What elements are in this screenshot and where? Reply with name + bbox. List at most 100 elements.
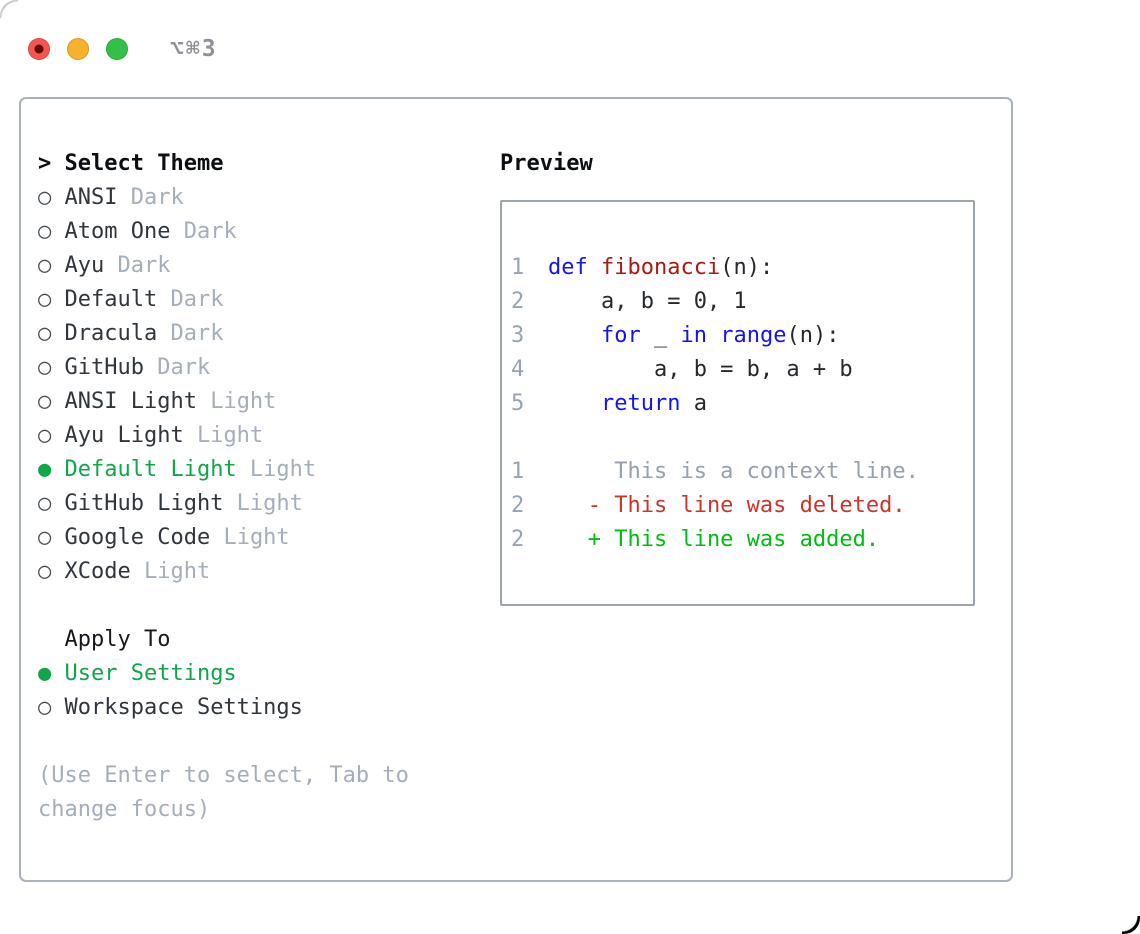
- radio-unchecked-icon: ○: [38, 185, 52, 210]
- preview-line: 4 a, b = b, a + b: [511, 353, 973, 387]
- theme-option-name: ANSI Light: [51, 389, 197, 414]
- theme-option-name: XCode: [51, 559, 131, 584]
- code-text: a, b = b, a + b: [548, 357, 853, 382]
- preview-line: 2 - This line was deleted.: [511, 489, 973, 523]
- theme-option[interactable]: ○ XCode Light: [38, 555, 500, 589]
- selection-cursor-icon: >: [38, 151, 52, 176]
- theme-list-heading: > Select Theme: [38, 147, 500, 181]
- code-token: This is a context line.: [548, 459, 919, 484]
- line-number: 2: [511, 527, 525, 552]
- code-token: [548, 391, 601, 416]
- radio-unchecked-icon: ○: [38, 253, 52, 278]
- code-token: - This line was deleted.: [548, 493, 906, 518]
- code-text: a, b = 0, 1: [548, 289, 747, 314]
- code-token: a, b = b, a + b: [548, 357, 853, 382]
- preview-line: [511, 421, 973, 455]
- code-text: def fibonacci(n):: [548, 255, 773, 280]
- theme-option-name: Ayu: [51, 253, 105, 278]
- theme-option-variant: Dark: [157, 287, 224, 312]
- window-shortcut-label: ⌥⌘3: [170, 35, 218, 62]
- theme-option[interactable]: ○ ANSI Light Light: [38, 385, 500, 419]
- apply-to-heading: Apply To: [64, 627, 171, 652]
- line-number: 2: [511, 493, 525, 518]
- preview-heading: Preview: [500, 151, 593, 176]
- theme-option-variant: Light: [236, 457, 317, 482]
- theme-option[interactable]: ○ Ayu Dark: [38, 249, 500, 283]
- preview-line: 5 return a: [511, 387, 973, 421]
- apply-to-option[interactable]: ○ Workspace Settings: [38, 691, 500, 725]
- radio-unchecked-icon: ○: [38, 491, 52, 516]
- code-text: This is a context line.: [548, 459, 919, 484]
- code-token: [707, 323, 720, 348]
- theme-option-name: Atom One: [51, 219, 171, 244]
- theme-option-variant: Dark: [157, 321, 224, 346]
- theme-option[interactable]: ○ ANSI Dark: [38, 181, 500, 215]
- apply-to-option-label: User Settings: [51, 661, 237, 686]
- radio-unchecked-icon: ○: [38, 695, 52, 720]
- theme-option[interactable]: ○ Google Code Light: [38, 521, 500, 555]
- minimize-button[interactable]: [67, 37, 89, 60]
- theme-option-variant: Dark: [117, 185, 184, 210]
- code-token: [588, 255, 601, 280]
- code-token: a: [680, 391, 707, 416]
- theme-list: ○ ANSI Dark○ Atom One Dark○ Ayu Dark○ De…: [38, 181, 500, 589]
- theme-option[interactable]: ● Default Light Light: [38, 453, 500, 487]
- theme-option-variant: Light: [183, 423, 264, 448]
- theme-option-name: Google Code: [51, 525, 211, 550]
- code-text: for _ in range(n):: [548, 323, 839, 348]
- apply-to-option-label: Workspace Settings: [51, 695, 303, 720]
- titlebar: ⌥⌘3: [0, 0, 1140, 97]
- radio-unchecked-icon: ○: [38, 423, 52, 448]
- unsaved-indicator-icon: [34, 44, 44, 53]
- radio-unchecked-icon: ○: [38, 321, 52, 346]
- radio-unchecked-icon: ○: [38, 389, 52, 414]
- code-token: _: [640, 323, 681, 348]
- theme-option-name: ANSI: [51, 185, 118, 210]
- theme-option-variant: Light: [130, 559, 211, 584]
- code-token: a, b = 0, 1: [548, 289, 747, 314]
- preview-line: 2 a, b = 0, 1: [511, 285, 973, 319]
- theme-option[interactable]: ○ GitHub Light Light: [38, 487, 500, 521]
- theme-option-name: Ayu Light: [51, 423, 184, 448]
- theme-option[interactable]: ○ Dracula Dark: [38, 317, 500, 351]
- code-token: def: [548, 255, 588, 280]
- theme-option[interactable]: ○ Atom One Dark: [38, 215, 500, 249]
- zoom-button[interactable]: [106, 37, 128, 60]
- theme-column: > Select Theme ○ ANSI Dark○ Atom One Dar…: [38, 147, 500, 880]
- theme-option-variant: Light: [223, 491, 303, 516]
- code-token: (n):: [786, 323, 840, 348]
- apply-to-list: ● User Settings○ Workspace Settings: [38, 657, 500, 725]
- theme-option-variant: Light: [210, 525, 290, 550]
- line-number: 4: [511, 357, 525, 382]
- window-corner-bottom-right: [1122, 916, 1140, 934]
- theme-option-variant: Dark: [104, 253, 171, 278]
- theme-option-name: GitHub Light: [51, 491, 224, 516]
- theme-option[interactable]: ○ Default Dark: [38, 283, 500, 317]
- radio-unchecked-icon: ○: [38, 355, 52, 380]
- apply-to-option[interactable]: ● User Settings: [38, 657, 500, 691]
- radio-unchecked-icon: ○: [38, 219, 52, 244]
- theme-option[interactable]: ○ Ayu Light Light: [38, 419, 500, 453]
- radio-checked-icon: ●: [38, 457, 52, 482]
- radio-unchecked-icon: ○: [38, 559, 52, 584]
- radio-checked-icon: ●: [38, 661, 52, 686]
- spacer: [38, 589, 500, 623]
- code-token: fibonacci: [601, 255, 721, 280]
- line-number: 1: [511, 255, 525, 280]
- line-number: 3: [511, 323, 525, 348]
- code-text: - This line was deleted.: [548, 493, 906, 518]
- line-number: 1: [511, 459, 525, 484]
- theme-option-variant: Dark: [143, 355, 211, 380]
- theme-option-name: Dracula: [51, 321, 158, 346]
- radio-unchecked-icon: ○: [38, 287, 52, 312]
- theme-option[interactable]: ○ GitHub Dark: [38, 351, 500, 385]
- code-text: + This line was added.: [548, 527, 879, 552]
- theme-option-name: Default Light: [51, 457, 237, 482]
- theme-option-name: Default: [51, 287, 158, 312]
- close-button[interactable]: [28, 37, 50, 60]
- radio-unchecked-icon: ○: [38, 525, 52, 550]
- code-token: (n):: [720, 255, 774, 280]
- preview-line: 1 def fibonacci(n):: [511, 251, 973, 285]
